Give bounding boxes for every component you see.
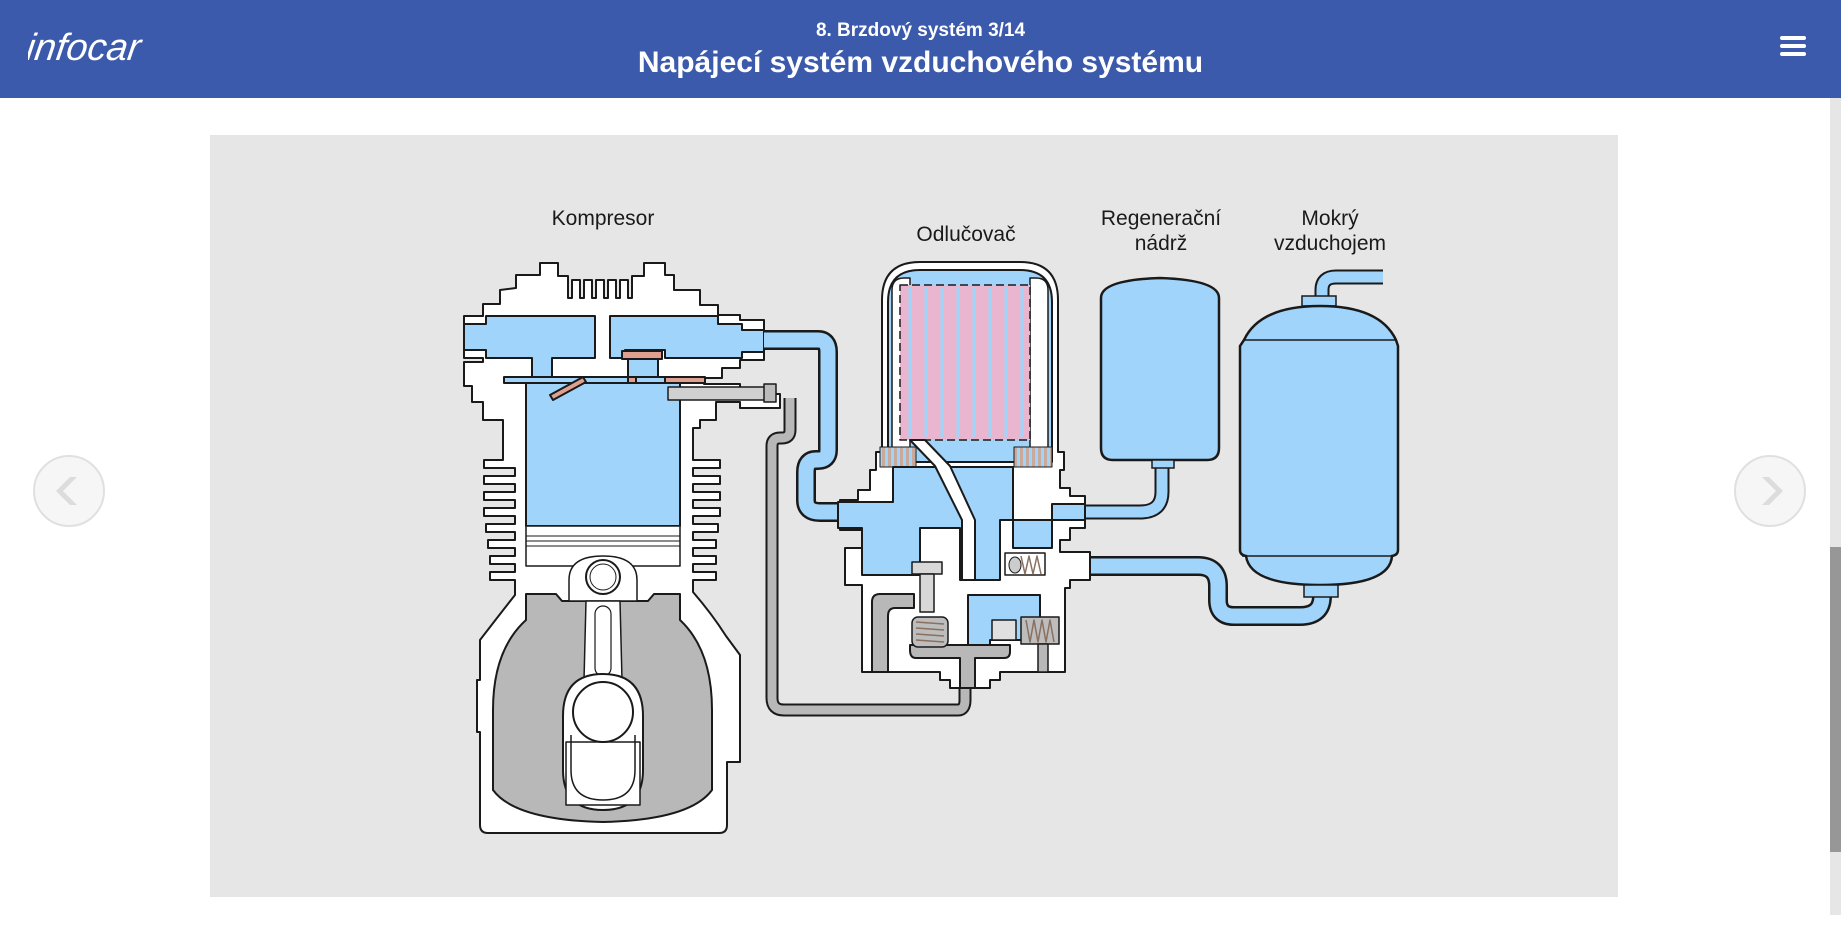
wet-tank-bottom-port (1303, 584, 1339, 598)
infocar-logo[interactable]: infocar (28, 24, 146, 74)
hamburger-menu-button[interactable] (1778, 36, 1808, 62)
discharge-valve-plate (621, 350, 663, 360)
regeneration-tank (1099, 276, 1221, 469)
control-passage (871, 593, 915, 673)
crankshaft (572, 681, 634, 743)
previous-slide-button[interactable] (33, 455, 105, 527)
desiccant-right (1013, 446, 1053, 468)
next-slide-button[interactable] (1734, 455, 1806, 527)
purge-valve-spring (1025, 619, 1055, 643)
scrollbar-track[interactable] (1830, 98, 1841, 915)
scrollbar-thumb[interactable] (1830, 547, 1841, 852)
separator-center-tube (909, 439, 976, 581)
wet-air-tank (1238, 295, 1400, 598)
filter-cartridge (899, 284, 1031, 441)
logo-text: infocar (28, 26, 145, 69)
hamburger-menu-icon-bar (1780, 44, 1806, 48)
app-header: infocar 8. Brzdový systém 3/14 Napájecí … (0, 0, 1841, 98)
discharge-valve-passage (627, 357, 659, 379)
filter-slots (908, 287, 1024, 438)
regen-tank-body (1099, 276, 1221, 462)
purge-valve-body (991, 619, 1017, 641)
wet-tank-label-line2: vzduchojem (1274, 232, 1386, 255)
check-valve-spring (1020, 555, 1042, 575)
regen-tank-label-line1: Regenerační (1101, 207, 1221, 230)
desiccant-left (879, 446, 917, 468)
wet-tank-body (1238, 304, 1400, 587)
hamburger-menu-icon (1780, 36, 1806, 40)
pipes (764, 269, 1383, 717)
hamburger-menu-icon-bar (1780, 52, 1806, 56)
lower-spring-chamber (911, 616, 949, 648)
compressor-label: Kompresor (552, 207, 655, 230)
unloader-plunger (667, 386, 769, 401)
separator (837, 261, 1091, 689)
wet-tank-label-line1: Mokrý (1301, 207, 1359, 230)
page-title: Napájecí systém vzduchového systému (637, 46, 1204, 79)
regen-tank-port (1151, 459, 1175, 469)
compressor (463, 262, 781, 834)
drain-valve-stem (919, 573, 935, 613)
chevron-left-icon (56, 477, 77, 505)
valve-plate-pad-right (664, 376, 706, 384)
separator-label: Odlučovač (916, 223, 1015, 246)
wet-tank-top-port (1301, 295, 1337, 307)
lower-spring (915, 621, 945, 643)
intake-reed-valve (549, 376, 587, 401)
chapter-subtitle: 8. Brzdový systém 3/14 (815, 20, 1026, 41)
chevron-right-icon (1762, 477, 1783, 505)
regen-tank-label-line2: nádrž (1135, 232, 1188, 255)
cylinder-air (525, 382, 681, 527)
drain-valve-head (911, 561, 943, 575)
unloader-cap (763, 383, 777, 403)
